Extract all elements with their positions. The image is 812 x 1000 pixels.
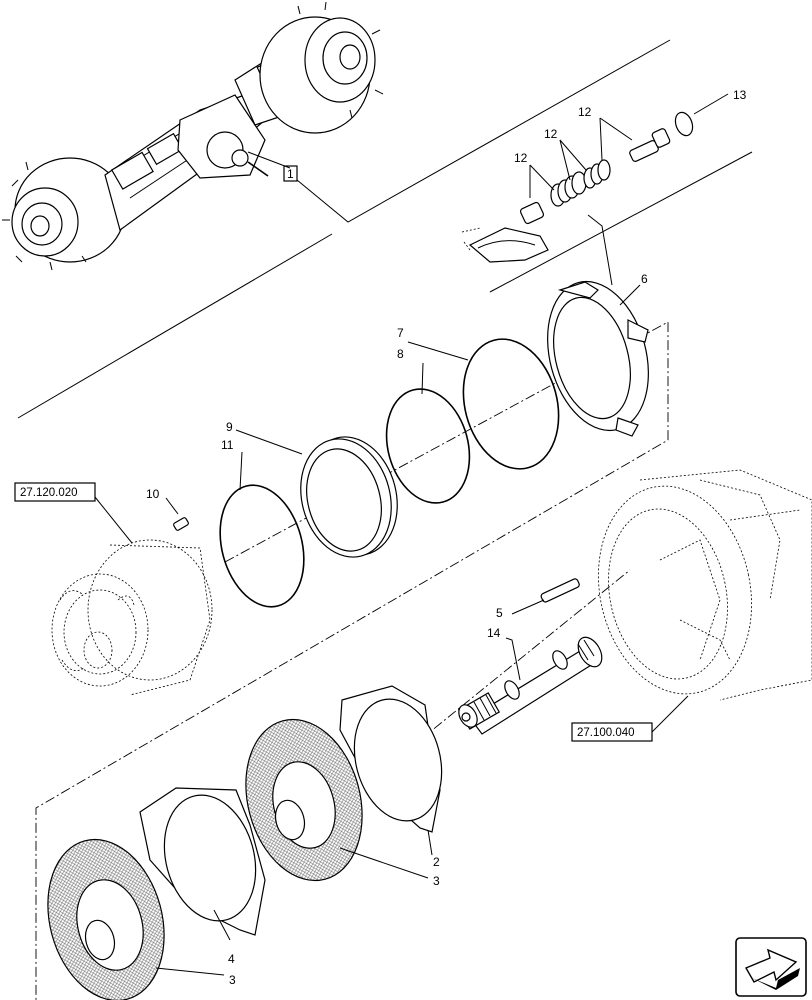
callout-4: 4 [228,952,235,966]
housing-reference-right [598,469,812,701]
section-divider-lower [489,151,753,293]
centerline-main [35,321,669,1000]
steel-plate-part-2 [339,685,443,833]
pin-part-10 [173,517,189,531]
oring-part-11 [219,484,305,608]
callout-12b: 12 [544,127,558,141]
callout-3b: 3 [229,973,236,987]
pin-part-5 [540,578,580,603]
friction-disc-part-3-upper [245,718,363,882]
callout-3a: 3 [433,874,440,888]
axle-assembly [2,1,384,271]
ref-label-right: 27.100.040 [577,727,635,739]
callout-8: 8 [397,347,404,361]
callout-13: 13 [733,88,747,102]
callout-10: 10 [146,487,160,501]
ref-label-left: 27.120.020 [20,487,78,499]
ring-part-9 [300,436,398,558]
callout-12c: 12 [578,105,592,119]
callout-7: 7 [397,326,404,340]
callout-1: 1 [247,39,671,223]
callout-1-label: 1 [287,167,294,181]
friction-disc-part-3-lower [47,838,165,1000]
valve-detail [461,93,729,286]
ref-box-right: 27.100.040 [571,695,689,742]
callout-11: 11 [221,438,234,452]
callout-2: 2 [433,855,440,869]
piston-part-6 [547,280,649,437]
centerline-shaft [419,569,631,741]
shaft-part-14 [457,636,603,735]
oring-part-8 [385,388,471,504]
hub-reference-left [51,539,213,696]
callout-14: 14 [487,626,501,640]
callout-12a: 12 [514,151,528,165]
arrow-navigation-icon[interactable] [735,937,807,997]
callout-5: 5 [496,606,503,620]
oring-part-7 [462,338,560,470]
ref-box-left: 27.120.020 [14,482,133,544]
callout-9: 9 [226,420,233,434]
callout-6: 6 [641,272,648,286]
steel-plate-part-4 [139,787,266,936]
section-divider-upper [17,233,333,419]
